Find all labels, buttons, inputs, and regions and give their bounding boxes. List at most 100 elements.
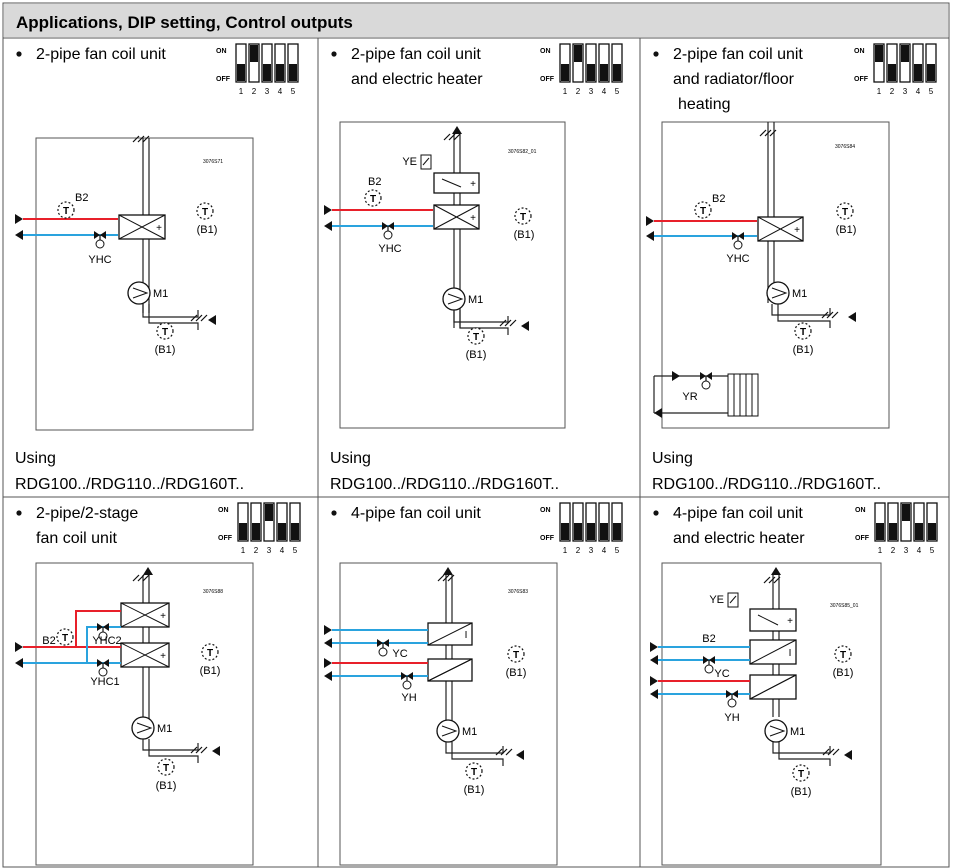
dip-number: 3	[265, 87, 270, 96]
dip-slot	[611, 502, 623, 542]
dip-on-label: ON	[540, 48, 551, 55]
dip-number: 5	[929, 87, 934, 96]
sensor-label: (B1)	[506, 667, 527, 679]
valve-actuator-icon	[704, 664, 714, 674]
duct-break-mark	[132, 574, 140, 582]
arrow-right-icon	[15, 642, 23, 652]
sensor-label: (B1)	[514, 229, 535, 241]
dip-number: 2	[891, 546, 896, 555]
dip-number: 4	[916, 87, 921, 96]
temperature-sensor-icon	[834, 645, 852, 663]
arrow-left-icon	[521, 321, 529, 331]
sensor-t-label: T	[163, 763, 169, 774]
sensor-label: (B1)	[156, 780, 177, 792]
sensor-t-label: T	[162, 327, 168, 338]
fan-label: M1	[153, 288, 168, 300]
sensor-t-label: T	[471, 767, 477, 778]
temperature-sensor-icon	[156, 322, 174, 340]
dip-slot	[237, 502, 249, 542]
room-frame	[339, 562, 558, 866]
cell-title-line: 4-pipe fan coil unit	[351, 505, 481, 522]
cell-title-line: 2-pipe fan coil unit	[673, 46, 803, 63]
duct-break-mark	[505, 748, 513, 756]
dip-slot	[289, 502, 301, 542]
dip-number: 4	[278, 87, 283, 96]
return-duct	[459, 310, 509, 335]
dip-knob-off	[613, 523, 621, 540]
sensor-t-label: T	[63, 206, 69, 217]
dip-on-label: ON	[855, 507, 866, 514]
arrow-up-icon	[143, 567, 153, 575]
temperature-sensor-icon	[836, 202, 854, 220]
dip-number: 5	[291, 87, 296, 96]
sensor-b2-label: B2	[42, 635, 55, 647]
drawing-code: 3076S88	[203, 589, 223, 595]
arrow-right-icon	[324, 205, 332, 215]
valve-yh-label: YH	[401, 692, 416, 704]
temperature-sensor-icon	[794, 322, 812, 340]
dip-number: 3	[589, 87, 594, 96]
arrow-left-icon	[15, 658, 23, 668]
dip-number: 1	[878, 546, 883, 555]
temperature-sensor-icon	[792, 764, 810, 782]
hot-water-pipe	[23, 610, 121, 648]
dip-knob-off	[276, 64, 284, 81]
valve-actuator-icon	[733, 240, 743, 250]
dip-knob-on	[875, 45, 883, 62]
dip-slot	[598, 502, 610, 542]
return-duct	[453, 310, 509, 323]
arrow-left-icon	[650, 689, 658, 699]
dip-number: 5	[293, 546, 298, 555]
dip-number: 1	[241, 546, 246, 555]
dip-knob-off	[600, 64, 608, 81]
coil-sign: +	[794, 225, 800, 236]
drawing-code: 3076S82_01	[508, 149, 537, 155]
duct-break-mark	[190, 746, 198, 754]
dip-slot	[925, 43, 937, 83]
fan-blade	[132, 287, 149, 299]
coil-diagonal	[118, 214, 166, 240]
return-duct	[451, 742, 504, 766]
return-duct	[148, 739, 199, 763]
duct-break-mark	[832, 748, 840, 756]
dip-number: 3	[903, 87, 908, 96]
sensor-label: (B1)	[200, 665, 221, 677]
duct-break-mark	[132, 135, 140, 143]
duct-break-mark	[448, 133, 456, 141]
dip-number: 3	[267, 546, 272, 555]
arrow-up-icon	[452, 126, 462, 134]
fan-label: M1	[792, 288, 807, 300]
arrow-left-icon	[650, 655, 658, 665]
coil-diagonal	[757, 216, 804, 242]
coil-diagonal	[433, 204, 480, 230]
room-frame	[35, 562, 254, 866]
temperature-sensor-icon	[694, 201, 712, 219]
dip-knob-off	[561, 523, 569, 540]
valve-label: YHC	[88, 254, 111, 266]
dip-number: 5	[615, 546, 620, 555]
dip-slot	[874, 502, 886, 542]
duct-break-mark	[831, 311, 839, 319]
cell-title-line: 2-pipe/2-stage	[36, 505, 138, 522]
heater-box	[433, 172, 480, 194]
heater-diagonal	[441, 178, 462, 188]
fan-label: M1	[462, 726, 477, 738]
dip-off-label: OFF	[855, 535, 870, 542]
dip-knob-off	[600, 523, 608, 540]
dip-number: 2	[252, 87, 257, 96]
coil-diagonal	[120, 642, 170, 668]
sensor-t-label: T	[840, 650, 846, 661]
cell-title-line: 4-pipe fan coil unit	[673, 505, 803, 522]
return-duct	[142, 739, 199, 751]
dip-off-label: OFF	[540, 535, 555, 542]
duct-break-mark	[195, 314, 203, 322]
temperature-sensor-icon	[201, 643, 219, 661]
fan-label: M1	[790, 726, 805, 738]
dip-knob-off	[289, 64, 297, 81]
dip-knob-off	[928, 523, 936, 540]
